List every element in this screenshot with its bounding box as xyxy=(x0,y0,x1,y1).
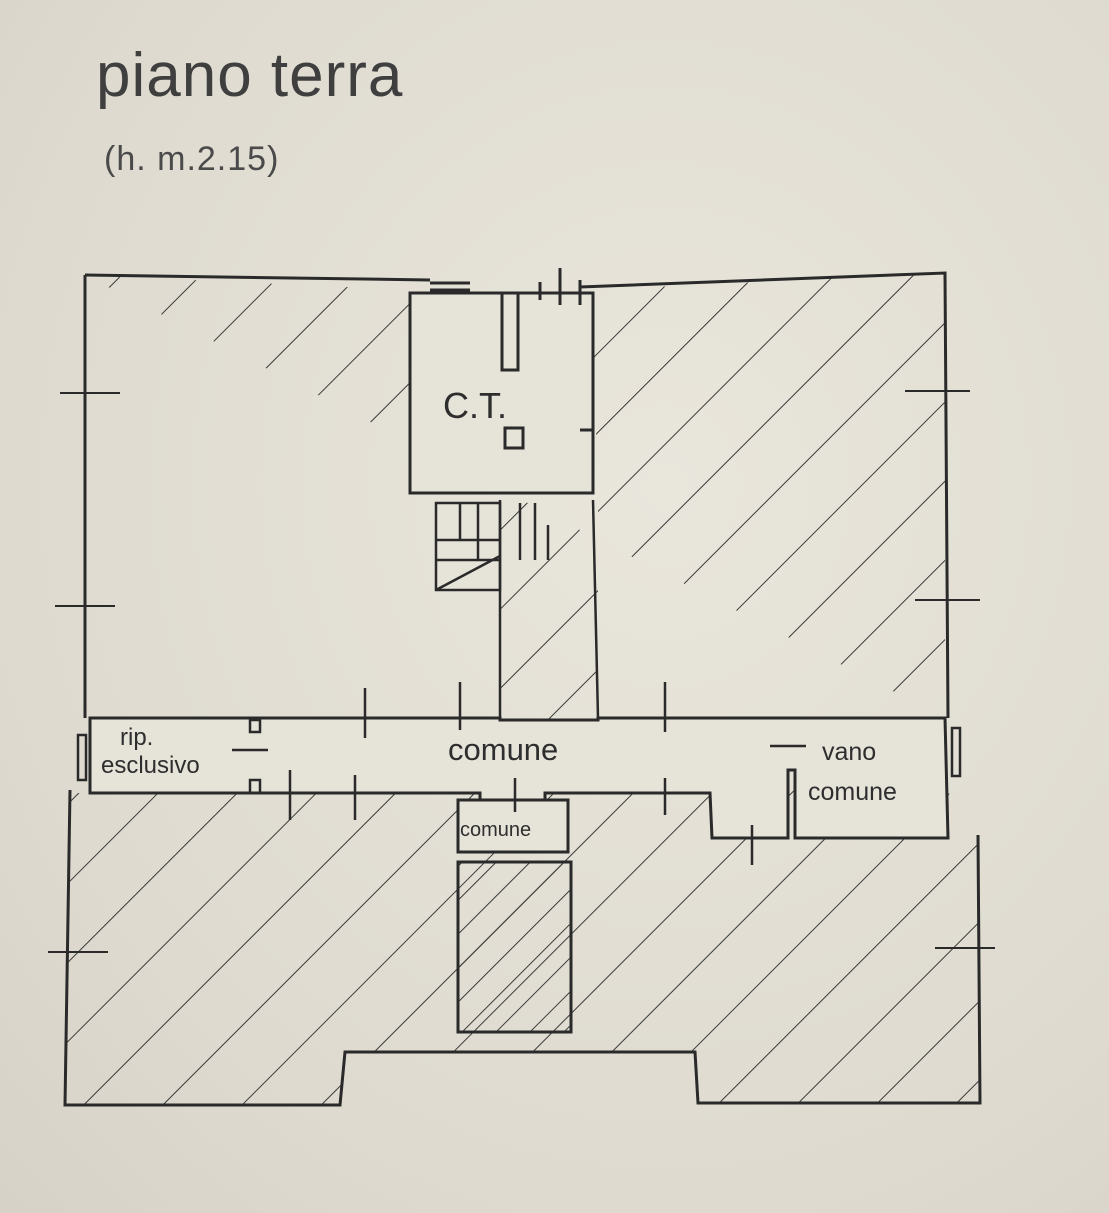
hatched-area xyxy=(65,273,980,1105)
outer-wall xyxy=(63,271,982,1107)
small-common-room xyxy=(456,798,570,854)
ct-room xyxy=(408,268,595,495)
vano-label-line2: comune xyxy=(808,778,897,806)
stairwell xyxy=(434,499,600,719)
rip-label-line2: esclusivo xyxy=(101,752,200,779)
corridor-label: comune xyxy=(448,732,558,767)
rip-label-line1: rip. xyxy=(120,724,153,751)
dimension-ticks xyxy=(48,390,995,953)
floor-height-note: (h. m.2.15) xyxy=(104,140,280,178)
opening-marks xyxy=(76,682,962,865)
vano-label-line1: vano xyxy=(822,738,876,766)
small-common-label: comune xyxy=(460,819,531,841)
shaft xyxy=(456,860,573,1034)
floor-title: piano terra xyxy=(96,41,404,110)
ct-label: C.T. xyxy=(443,385,507,426)
